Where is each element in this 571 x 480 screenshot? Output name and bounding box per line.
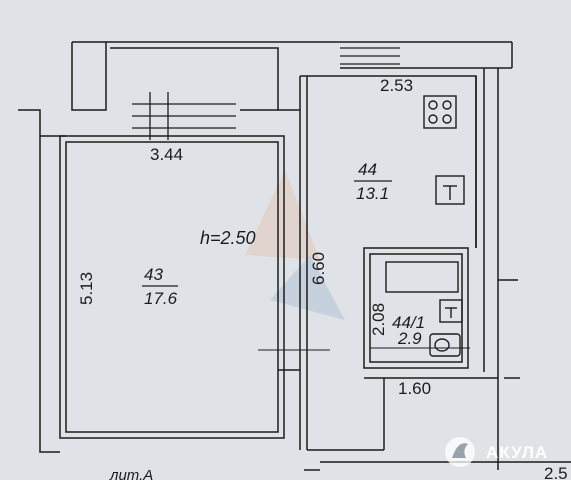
dimension-middle-height: 6.60 <box>309 252 328 285</box>
dimension-top-left: 3.44 <box>150 145 183 164</box>
brand-watermark: АКУЛА <box>445 437 548 467</box>
watermark-orange-shape <box>245 170 320 260</box>
stair-marks <box>132 47 400 140</box>
ceiling-height: h=2.50 <box>200 228 256 248</box>
stove-icon <box>423 95 457 129</box>
block-label: лит.А <box>109 467 153 480</box>
bath-sink-icon <box>439 299 463 323</box>
room-44-area: 13.1 <box>356 184 389 203</box>
bathtub-icon <box>385 261 459 293</box>
room-44-1-number: 44/1 <box>392 313 425 332</box>
room-44-1-area: 2.9 <box>397 329 422 348</box>
watermark-graphic <box>245 170 345 320</box>
dimension-top-right: 2.53 <box>380 76 413 95</box>
dimension-left-height: 5.13 <box>77 272 96 305</box>
room-43-area: 17.6 <box>144 289 178 308</box>
bottom-dimension-fragment: 2.5 <box>544 464 568 480</box>
brand-name: АКУЛА <box>486 443 548 462</box>
shark-fin-icon <box>452 443 468 458</box>
dimension-bath-width: 1.60 <box>398 379 431 398</box>
dimension-bath-height: 2.08 <box>369 303 388 336</box>
sink-icon <box>435 175 465 205</box>
dimension-lines <box>258 347 470 351</box>
room-44-number: 44 <box>358 160 377 179</box>
room-43-number: 43 <box>144 265 163 284</box>
toilet-icon <box>429 333 461 357</box>
walls <box>18 41 571 471</box>
